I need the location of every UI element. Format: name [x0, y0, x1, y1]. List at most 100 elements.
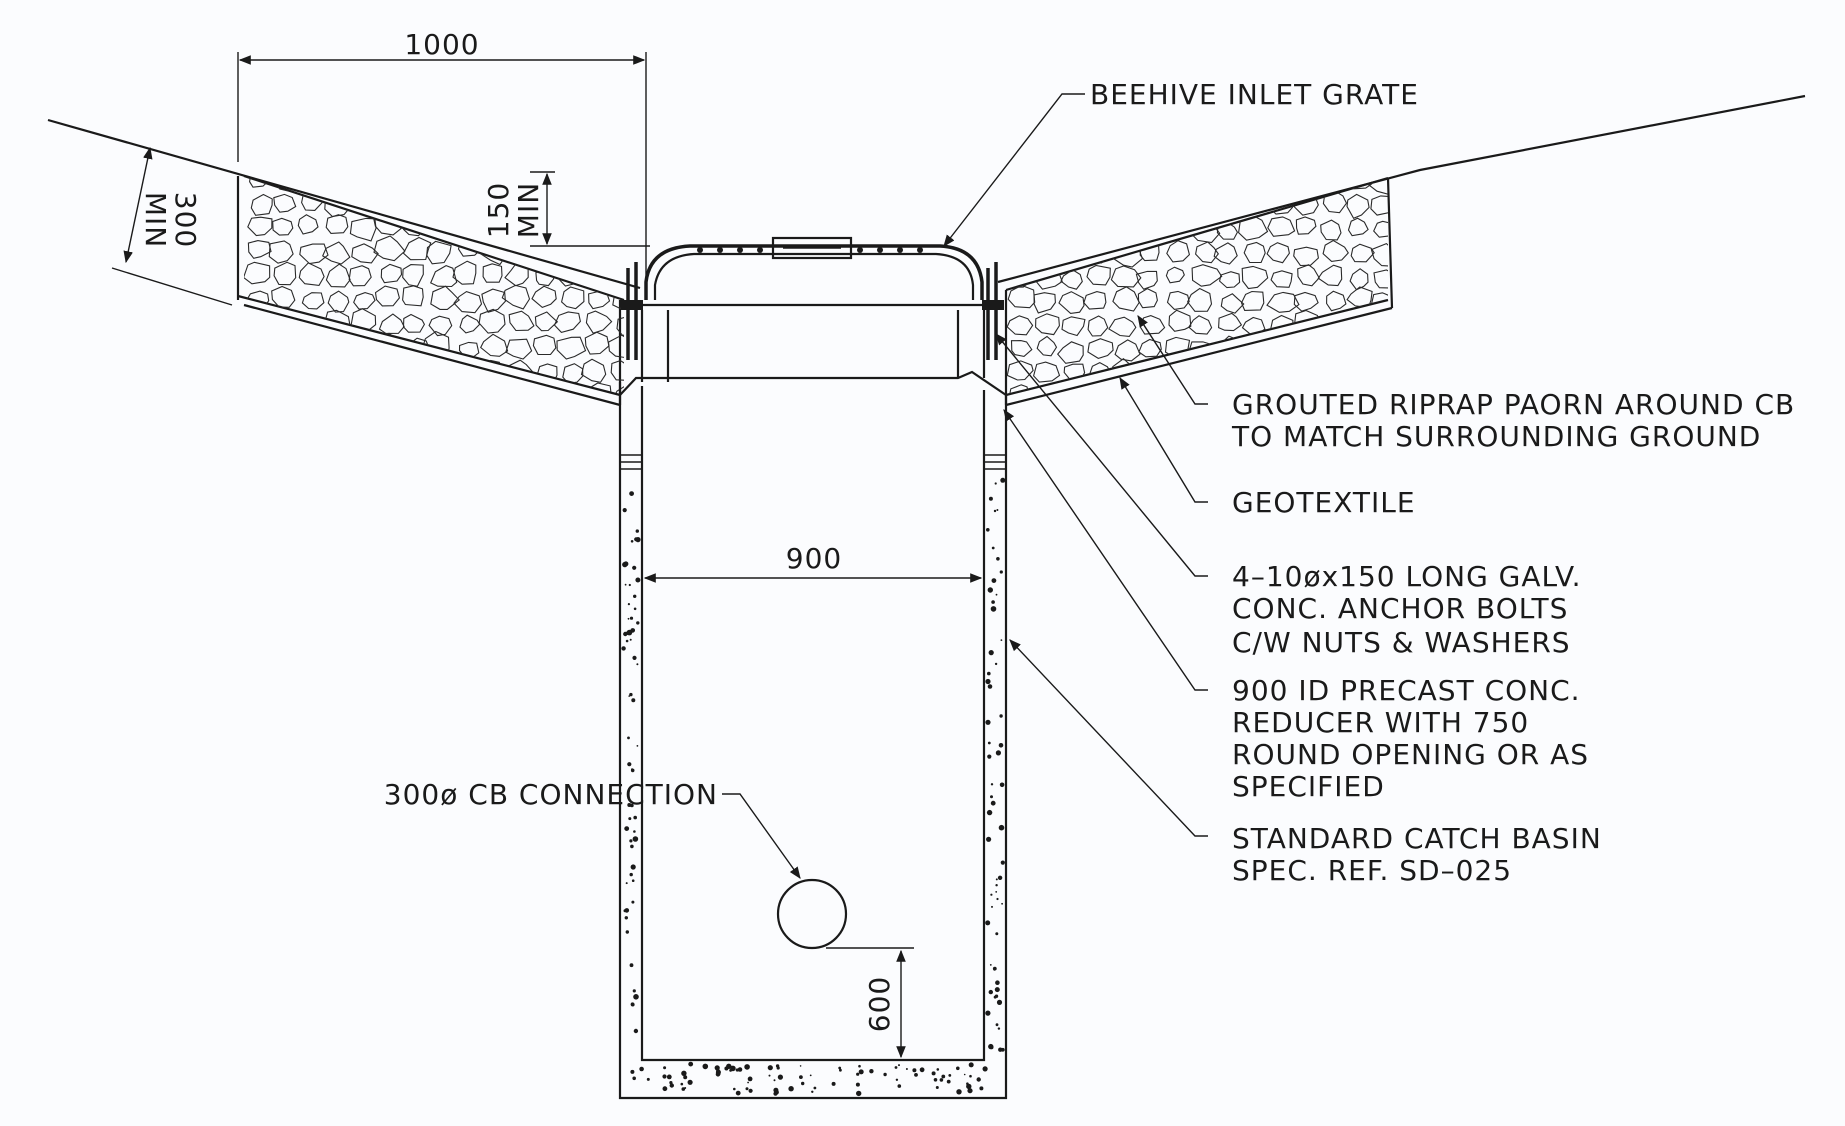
concrete-speckle — [630, 540, 634, 543]
concrete-speckle — [646, 1077, 650, 1081]
riprap-stone — [299, 176, 322, 188]
riprap-stone — [1006, 178, 1032, 190]
concrete-speckle — [630, 864, 636, 870]
riprap-stone — [429, 176, 450, 188]
concrete-speckle — [627, 736, 630, 740]
concrete-speckle — [985, 920, 991, 926]
riprap-stone — [1007, 284, 1036, 309]
concrete-speckle — [809, 1074, 812, 1077]
concrete-speckle — [624, 583, 627, 586]
concrete-speckle — [831, 1081, 836, 1086]
riprap-stone — [349, 382, 377, 395]
riprap-stone — [1007, 241, 1037, 266]
concrete-speckle — [636, 745, 639, 747]
concrete-speckle — [730, 1065, 736, 1072]
concrete-speckle — [631, 879, 635, 882]
riprap-stone — [1111, 178, 1142, 193]
riprap-stone — [297, 214, 319, 235]
concrete-speckle — [990, 795, 993, 799]
concrete-speckle — [996, 999, 1003, 1006]
riprap-stone — [1027, 238, 1058, 264]
riprap-stone — [1164, 178, 1187, 192]
riprap-stone — [353, 292, 376, 310]
concrete-speckle — [999, 714, 1003, 718]
concrete-speckle — [966, 1082, 969, 1085]
riprap-stone — [327, 176, 348, 187]
concrete-speckle — [773, 1091, 778, 1096]
riprap-stone — [1266, 242, 1290, 264]
riprap-stone — [374, 285, 401, 307]
riprap-stone — [1218, 271, 1241, 289]
riprap-stone — [559, 244, 581, 262]
concrete-speckle — [998, 824, 1005, 831]
concrete-speckle — [629, 491, 634, 496]
riprap-stone — [1220, 293, 1245, 314]
riprap-stone — [612, 288, 624, 311]
riprap-stone — [556, 336, 587, 360]
concrete-speckle — [811, 1090, 814, 1094]
grate-bar — [737, 247, 743, 253]
concrete-speckle — [633, 815, 637, 820]
concrete-speckle — [747, 1081, 749, 1084]
riprap-stone — [560, 286, 585, 310]
riprap-stone — [250, 314, 274, 335]
concrete-speckle — [946, 1079, 951, 1084]
riprap-stone — [531, 285, 557, 309]
concrete-speckle — [688, 1061, 694, 1067]
concrete-speckle — [666, 1074, 672, 1080]
concrete-speckle — [994, 994, 999, 998]
riprap-stone — [244, 261, 271, 285]
riprap-stone — [1186, 362, 1215, 385]
concrete-speckle — [968, 1062, 974, 1068]
riprap-stone — [432, 385, 453, 395]
label-geotextile: GEOTEXTILE — [1232, 486, 1416, 519]
riprap-stone — [429, 264, 458, 288]
concrete-speckle — [633, 1028, 639, 1034]
riprap-stone — [346, 176, 375, 190]
riprap-stone — [1084, 383, 1112, 395]
riprap-stone — [378, 313, 405, 334]
label-bolts-line1: 4–10øx150 LONG GALV. — [1232, 560, 1582, 593]
riprap-stone — [297, 386, 329, 395]
concrete-speckle — [994, 482, 997, 485]
concrete-speckle — [905, 1068, 908, 1070]
concrete-speckle — [838, 1066, 842, 1070]
riprap-stone — [457, 176, 478, 187]
concrete-speckle — [801, 1081, 805, 1086]
concrete-speckle — [629, 638, 632, 641]
riprap-stone — [582, 191, 610, 215]
concrete-speckle — [995, 750, 1002, 756]
riprap-stone — [562, 176, 584, 187]
riprap-stone — [1013, 193, 1035, 211]
concrete-speckle — [976, 1077, 981, 1082]
riprap-stone — [247, 216, 273, 237]
riprap-stone — [612, 192, 624, 211]
riprap-stone — [505, 338, 533, 360]
riprap-stone — [1135, 270, 1158, 290]
riprap-stone — [373, 235, 406, 262]
concrete-speckle — [735, 1090, 741, 1096]
riprap-stone — [301, 292, 325, 310]
dimension-150-min-text: MIN — [512, 182, 545, 238]
dimension-900-text: 900 — [786, 542, 842, 575]
concrete-speckle — [936, 1068, 940, 1071]
grate-bar — [757, 247, 763, 253]
riprap-stone — [273, 261, 297, 286]
riprap-stone — [1317, 178, 1343, 191]
riprap-stone — [1087, 214, 1111, 239]
riprap-stone — [480, 333, 509, 357]
riprap-stone — [556, 214, 583, 237]
riprap-stone — [1195, 241, 1219, 264]
riprap-stone — [1215, 178, 1241, 194]
concrete-speckle — [994, 987, 1000, 993]
riprap-stone — [562, 194, 583, 214]
concrete-speckle — [987, 587, 993, 593]
concrete-speckle — [988, 650, 994, 656]
concrete-speckle — [988, 989, 993, 995]
riprap-stone — [1108, 385, 1135, 395]
concrete-speckle — [1000, 639, 1003, 641]
dimension-150-text: 150 — [482, 182, 515, 238]
riprap-stone — [273, 335, 301, 358]
riprap-stone — [1141, 359, 1164, 384]
concrete-speckle — [634, 537, 639, 542]
